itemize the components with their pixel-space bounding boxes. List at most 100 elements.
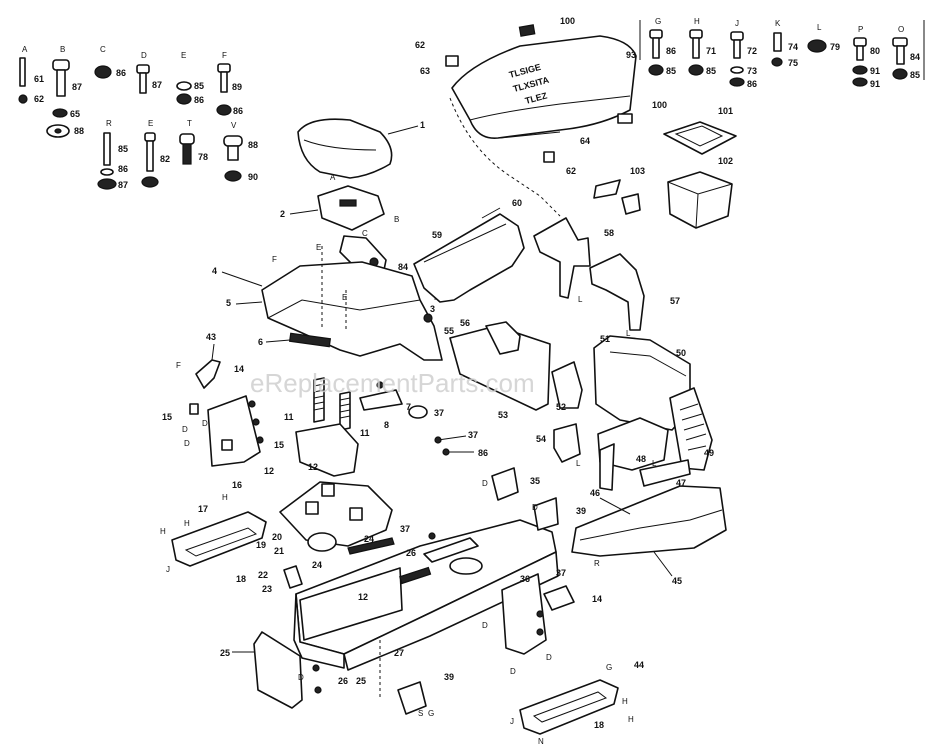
callout-100: 37: [468, 430, 478, 440]
callout-10: 11: [284, 412, 294, 422]
hw-num-87c: 87: [118, 180, 128, 190]
fasteners-99-100: 37 37 86 37: [400, 405, 488, 540]
pedal-14: [543, 585, 575, 611]
conn-letter-e-2: E: [342, 293, 347, 302]
callout-48: 52: [556, 402, 566, 412]
bolt-f: [220, 71, 228, 93]
conn-letter-h-1: H: [222, 493, 228, 502]
hw-num-86c: 86: [233, 106, 243, 116]
fender-body: 4 5 6 F E E R 3: [212, 243, 443, 361]
conn-letter-g-2: G: [428, 709, 434, 718]
callout-55: 59: [432, 230, 442, 240]
nut-e: [176, 93, 192, 105]
hardware-grid-left: A 61 62 B 87 65 88 C 86 D 87 E 85 86 F 8: [18, 45, 258, 190]
callout-51: 55: [444, 326, 454, 336]
bracket-35: [491, 467, 519, 501]
hw-letter-a: A: [22, 45, 28, 54]
cup-102: [667, 171, 733, 229]
conn-letter-h-5: H: [628, 715, 634, 724]
bolt-p: [856, 45, 864, 61]
conn-letter-c: C: [362, 229, 368, 238]
frame-rail: [299, 567, 403, 641]
hardware-grid-right: G 86 85 H 71 85 J 72 73 86 K 74 75 L 79 …: [639, 17, 925, 89]
callout-2: 2: [280, 209, 285, 219]
bolt-g: [652, 37, 660, 59]
hinge: [397, 681, 427, 715]
footrest-17: [171, 511, 267, 567]
decal-57b: [543, 151, 555, 163]
hw-num-62: 62: [34, 94, 44, 104]
callout-93b: 100: [652, 100, 667, 110]
nut-v: [224, 170, 242, 182]
hinge-62: 39 S G: [397, 672, 454, 718]
callout-93: 100: [560, 16, 575, 26]
callout-28: 26: [406, 548, 416, 558]
clip-103b: [621, 193, 641, 215]
hw-num-71: 71: [706, 46, 716, 56]
hw-letter-r: R: [106, 119, 112, 128]
pedal-assembly: 12 20 21 22 23: [258, 466, 393, 594]
callout-5: 5: [226, 298, 231, 308]
callout-60: 93: [626, 50, 636, 60]
callout-24b: 24: [312, 560, 322, 570]
callout-40: 44: [634, 660, 644, 670]
bolt-v: [227, 145, 239, 161]
hw-num-65: 65: [70, 109, 80, 119]
console-group: 55 56 53 52 51 50 49 54 48 47 L L: [444, 318, 714, 491]
callout-20: 20: [272, 532, 282, 542]
hw-num-82: 82: [160, 154, 170, 164]
decal-93-top: [518, 24, 536, 37]
callout-92: 3: [430, 304, 435, 314]
clip-103a: [593, 179, 621, 199]
conn-letter-l-3: L: [576, 459, 581, 468]
rear-panel: 59 60: [413, 198, 525, 303]
hw-num-91b: 91: [870, 79, 880, 89]
callout-57b: 62: [566, 166, 576, 176]
callout-57: 62: [415, 40, 425, 50]
footrest-left: 16 17 19 18 H H H J: [160, 480, 267, 584]
bracket-39: [533, 497, 559, 531]
callout-16: 16: [232, 480, 242, 490]
hw-num-85b: 85: [118, 144, 128, 154]
brackets-53-54: 58 57 L L: [533, 217, 680, 338]
hw-num-88: 88: [74, 126, 84, 136]
callout-12: 12: [264, 466, 274, 476]
callout-17: 17: [198, 504, 208, 514]
conn-letter-f-2: F: [176, 361, 181, 370]
nut-l: [807, 39, 827, 53]
hw-letter-f: F: [222, 51, 227, 60]
footrest-right: 44 18 H H J N G: [510, 660, 644, 746]
nut-r: [97, 178, 117, 190]
callout-25: 25: [220, 648, 230, 658]
seat-pan: [317, 185, 385, 231]
callout-58: 63: [420, 66, 430, 76]
callout-100b: 37: [400, 524, 410, 534]
hw-letter-c: C: [100, 45, 106, 54]
callout-14b: 14: [592, 594, 602, 604]
hw-num-86e: 86: [666, 46, 676, 56]
frame-side-front: [343, 551, 559, 671]
nut-c: [94, 65, 112, 79]
hw-num-87: 87: [72, 82, 82, 92]
fender: [261, 261, 443, 361]
conn-letter-a: A: [330, 173, 336, 182]
hw-letter-t: T: [187, 119, 192, 128]
hw-letter-d: D: [141, 51, 147, 60]
callout-24: 24: [364, 534, 374, 544]
conn-letter-d-6: D: [482, 621, 488, 630]
hw-num-86: 86: [116, 68, 126, 78]
hw-letter-o: O: [898, 25, 904, 34]
bolt-e2: [146, 140, 154, 172]
callout-39: 39: [576, 506, 586, 516]
conn-letter-d-5: D: [532, 503, 538, 512]
callout-49: 53: [498, 410, 508, 420]
bolt-head-f: [217, 63, 231, 73]
hood: [451, 35, 637, 139]
callout-13: 15: [274, 440, 284, 450]
callout-102: 102: [718, 156, 733, 166]
callout-50: 54: [536, 434, 546, 444]
conn-letter-s: S: [418, 709, 423, 718]
callout-27: 25: [356, 676, 366, 686]
callout-11: 12: [308, 462, 318, 472]
